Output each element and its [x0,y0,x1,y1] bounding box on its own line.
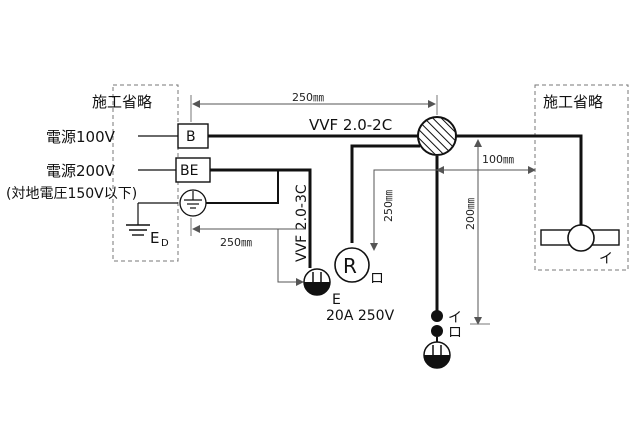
fixture-r-symbol: R [343,254,357,278]
light-fixture-icon [567,224,595,252]
fixture-r-icon [334,247,370,283]
main-cable-label: VVF 2.0-2C [309,116,392,134]
ground-voltage-note: (対地電圧150V以下) [6,186,137,202]
breaker-b-label: B [186,129,196,145]
left-omitted-label: 施工省略 [92,93,152,111]
right-omitted-label: 施工省略 [543,93,603,111]
dim-vertical-mid-label: 250㎜ [382,190,395,222]
wire-earth [206,170,279,204]
breaker-be-box [175,157,211,183]
right-omitted-boundary [534,84,629,271]
dim-vertical-long-label: 200㎜ [464,198,477,230]
branch-cable-label: VVF 2.0-3C [294,184,310,262]
dim-right-label: 100㎜ [482,153,514,166]
breaker-be-label: BE [180,163,198,179]
breaker-b-box [177,123,209,149]
switch-ro-icon [431,325,443,337]
outlet-e-label: E [332,292,341,308]
power-100v-label: 電源100V [46,128,116,146]
left-omitted-boundary [112,84,179,262]
wire-be-to-outlet [210,168,312,268]
junction-box-icon [417,116,457,156]
wire-junction-to-light [456,134,583,238]
ground-label: E [150,229,159,247]
wire-junction-to-r [350,144,420,243]
ground-sub-label: D [161,238,169,249]
outlet-rating-label: 20A 250V [326,308,395,324]
power-200v-label: 電源200V [46,162,116,180]
switch-i-label: イ [448,310,462,326]
fixture-r-switch-label: ロ [370,271,384,287]
switch-i-icon [431,310,443,322]
light-right-switch-label: イ [599,251,613,267]
dim-left-low-label: 250㎜ [220,236,252,249]
dim-top-label: 250㎜ [292,91,324,104]
dim-vertical-mid-line [370,169,437,251]
switch-ro-label: ロ [448,325,462,341]
